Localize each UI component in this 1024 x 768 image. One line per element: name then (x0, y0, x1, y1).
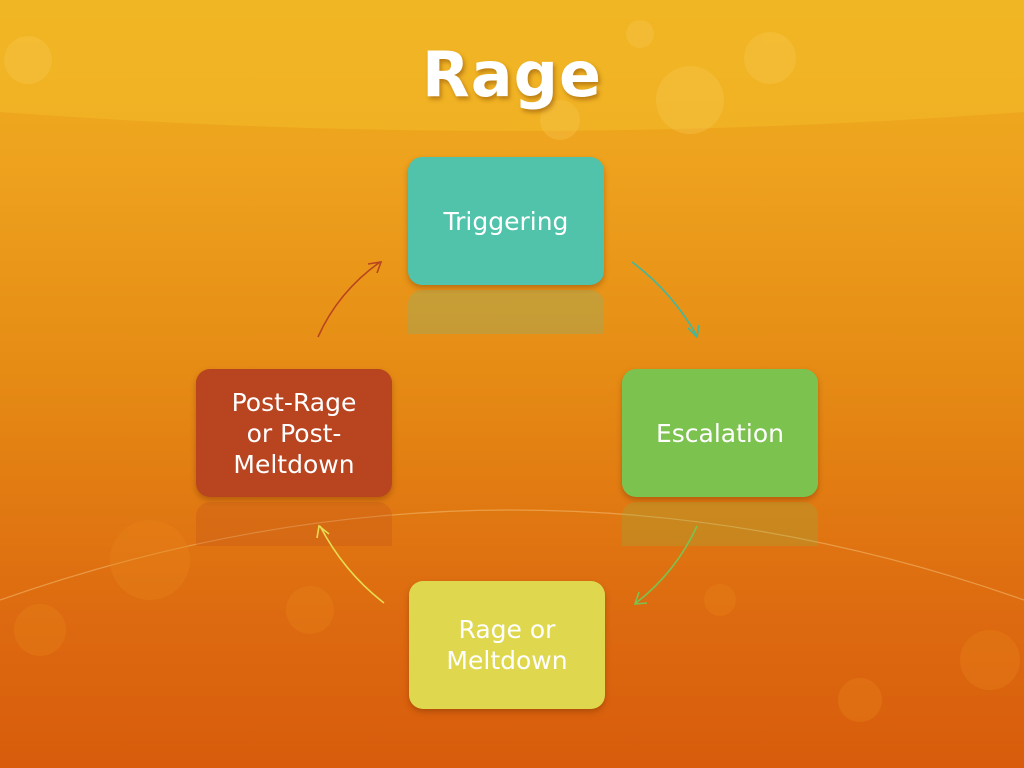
arrow-post-rage-to-triggering (317, 261, 381, 338)
node-escalation: Escalation (622, 369, 818, 497)
node-post-rage: Post-Rage or Post- Meltdown (196, 369, 392, 497)
arrowhead-4 (367, 261, 383, 274)
arrowhead-3 (316, 524, 330, 539)
node-label: Escalation (655, 418, 785, 448)
node-reflection (622, 502, 818, 546)
arrowhead-2 (633, 591, 648, 605)
slide-title: Rage (421, 38, 602, 111)
node-label: Triggering (443, 206, 569, 236)
arrow-rage-to-post-rage (319, 525, 385, 604)
node-reflection (196, 502, 392, 546)
node-reflection (408, 290, 604, 334)
node-label: Post-Rage or Post- Meltdown (231, 387, 357, 479)
node-label: Rage or Meltdown (446, 615, 568, 675)
arrow-escalation-to-rage (635, 525, 698, 604)
arrowhead-1 (687, 324, 700, 339)
node-rage-or-meltdown: Rage or Meltdown (409, 581, 605, 709)
node-triggering: Triggering (408, 157, 604, 285)
arrow-triggering-to-escalation (631, 261, 698, 337)
